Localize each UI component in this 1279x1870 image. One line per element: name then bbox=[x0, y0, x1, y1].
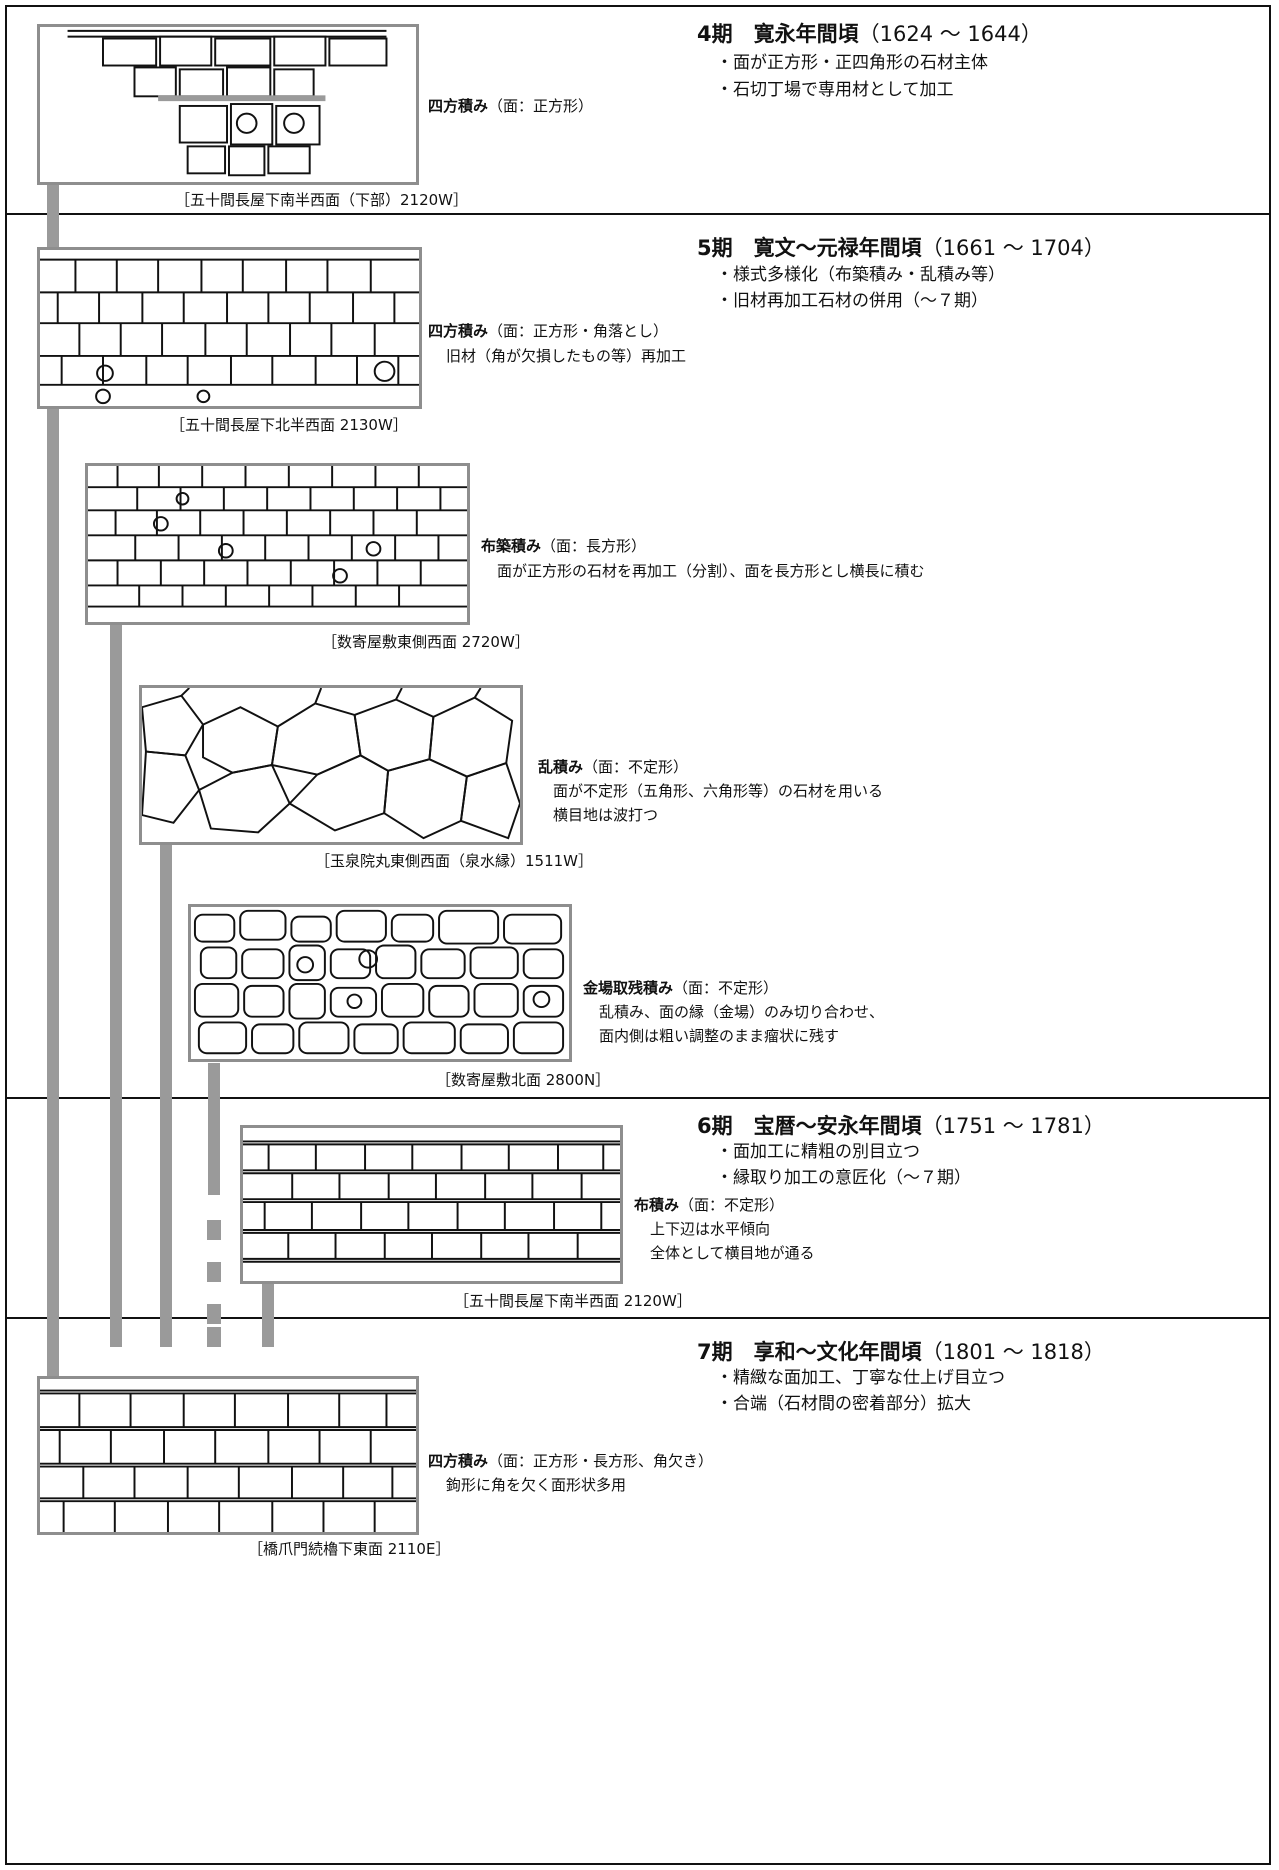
period-4-title: 4期 寛永年間頃（1624 ～ 1644） bbox=[697, 22, 1042, 46]
example-caption: ［五十間長屋下北半西面 2130W］ bbox=[170, 416, 408, 434]
example-note: 乱積み、面の縁（金場）のみ切り合わせ、 bbox=[599, 1003, 885, 1021]
period-4-bullet: ・石切丁場で専用材として加工 bbox=[716, 80, 954, 100]
stone-wall-drawing bbox=[37, 247, 422, 409]
timeline-bar-nunozumi bbox=[262, 1283, 274, 1347]
timeline-bar-nunotsuki bbox=[110, 625, 122, 1347]
example-note: 面が正方形の石材を再加工（分割）、面を長方形とし横長に積む bbox=[497, 562, 925, 580]
period-6-bullet: ・縁取り加工の意匠化（～７期） bbox=[716, 1168, 971, 1188]
example-note: 横目地は波打つ bbox=[553, 806, 659, 824]
period-7-bullet: ・精緻な面加工、丁寧な仕上げ目立つ bbox=[716, 1368, 1005, 1388]
example-description: 金場取残積み（面：不定形） bbox=[583, 979, 779, 997]
example-note: 全体として横目地が通る bbox=[650, 1244, 815, 1262]
period-6-title: 6期 宝暦～安永年間頃（1751 ～ 1781） bbox=[697, 1114, 1105, 1138]
example-note: 鉤形に角を欠く面形状多用 bbox=[446, 1476, 627, 1494]
example-caption: ［橋爪門続櫓下東面 2110E］ bbox=[248, 1540, 451, 1558]
timeline-bar-shihou bbox=[47, 183, 59, 1378]
example-description: 布積み（面：不定形） bbox=[634, 1196, 785, 1214]
example-description: 四方積み（面：正方形・角落とし） bbox=[428, 322, 669, 340]
example-description: 乱積み（面：不定形） bbox=[538, 758, 689, 776]
period-divider-6-7 bbox=[5, 1317, 1271, 1319]
stone-wall-drawing bbox=[240, 1125, 623, 1284]
stone-wall-drawing bbox=[139, 685, 523, 845]
example-caption: ［数寄屋敷北面 2800N］ bbox=[436, 1071, 611, 1089]
period-divider-4-5 bbox=[5, 213, 1271, 215]
example-note: 面内側は粗い調整のまま瘤状に残す bbox=[599, 1027, 840, 1045]
period-5-bullet: ・様式多様化（布築積み・乱積み等） bbox=[716, 265, 1005, 285]
timeline-dash bbox=[207, 1262, 221, 1282]
stone-wall-drawing bbox=[188, 904, 572, 1062]
stone-wall-drawing bbox=[37, 24, 419, 185]
period-divider-5-6 bbox=[5, 1097, 1271, 1099]
period-7-title: 7期 享和～文化年間頃（1801 ～ 1818） bbox=[697, 1340, 1105, 1364]
timeline-dash bbox=[207, 1220, 221, 1240]
timeline-dash bbox=[207, 1304, 221, 1324]
stone-wall-drawing bbox=[85, 463, 470, 625]
example-caption: ［五十間長屋下南半西面（下部）2120W］ bbox=[175, 191, 469, 209]
period-5-title: 5期 寛文～元禄年間頃（1661 ～ 1704） bbox=[697, 236, 1105, 260]
example-caption: ［数寄屋敷東側西面 2720W］ bbox=[322, 633, 530, 651]
example-description: 四方積み（面：正方形・長方形、角欠き） bbox=[428, 1452, 714, 1470]
example-note: 面が不定形（五角形、六角形等）の石材を用いる bbox=[553, 782, 884, 800]
timeline-dash bbox=[207, 1327, 221, 1347]
timeline-bar-kanba bbox=[208, 1063, 220, 1195]
period-5-bullet: ・旧材再加工石材の併用（～７期） bbox=[716, 291, 988, 311]
example-note: 旧材（角が欠損したもの等）再加工 bbox=[446, 347, 687, 365]
timeline-bar-ranzumi bbox=[160, 843, 172, 1347]
example-description: 四方積み（面：正方形） bbox=[428, 97, 594, 115]
example-description: 布築積み（面：長方形） bbox=[481, 537, 647, 555]
example-note: 上下辺は水平傾向 bbox=[650, 1220, 771, 1238]
example-caption: ［五十間長屋下南半西面 2120W］ bbox=[454, 1292, 692, 1310]
example-caption: ［玉泉院丸東側西面（泉水縁）1511W］ bbox=[315, 852, 594, 870]
period-7-bullet: ・合端（石材間の密着部分）拡大 bbox=[716, 1394, 971, 1414]
stone-wall-drawing bbox=[37, 1376, 419, 1535]
outer-frame bbox=[5, 5, 1271, 1865]
period-6-bullet: ・面加工に精粗の別目立つ bbox=[716, 1142, 920, 1162]
period-4-bullet: ・面が正方形・正四角形の石材主体 bbox=[716, 53, 988, 73]
